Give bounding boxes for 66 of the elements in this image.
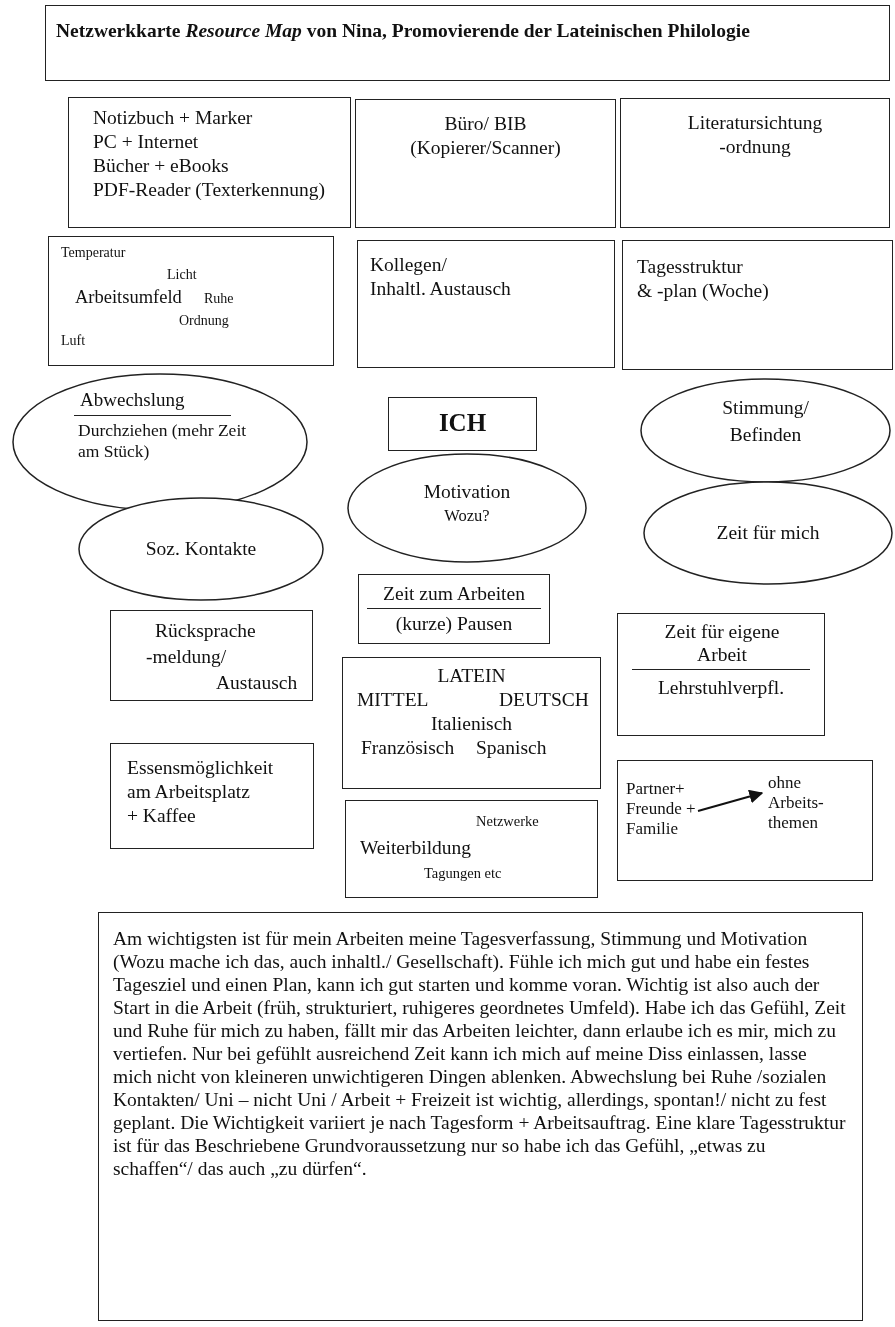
node-text: ICH: [437, 408, 488, 438]
node-text: Luft: [61, 333, 86, 350]
text-box: [355, 99, 616, 228]
text-box: [617, 613, 825, 736]
node-text: Französisch: [361, 736, 455, 759]
text-box: [110, 610, 313, 701]
node-text: -meldung/: [146, 645, 227, 668]
node-text: Literatursichtung: [686, 111, 824, 134]
node-text: Tagesstruktur: [637, 255, 743, 278]
node-text: Notizbuch + Marker: [93, 106, 253, 129]
node-text: Motivation: [422, 480, 512, 503]
note-paragraph: Am wichtigsten ist für mein Arbeiten meine Tagesverfassung, Stimmung und Motivation (Wozu mache ich das, auch inhaltl./ Gesellschaft). Fühle ich mich gut und habe ein festes Tagesziel und einen Plan, kann ich gut starten und komme voran. Wichtig ist also auch der Start in die Arbeit (früh, strukturiert, ruhigeres geordnetes Umfeld). Habe ich das Gefühl, Zeit und Ruhe für mich zu haben, fällt mir das Arbeiten leichter, dann erlaube ich es mir, mich zu vertiefen. Nur bei gefühlt ausreichend Zeit kann ich mich auf meine Diss einlassen, lasse mich nicht von kleineren unwichtigeren Dingen ablenken. Abwechslung bei Ruhe /sozialen Kontakten/ Uni – nicht Uni / Arbeit + Freizeit ist wichtig, allerdings, spontan!/ nicht zu fest geplant. Die Wichtigkeit variiert je nach Tagesform + Arbeitsauftrag. Eine klare Tagesstruktur ist für das Beschriebene Grundvoraussetzung nur so habe ich das Gefühl, „etwas zu schaffen“/ das auch „zu dürfen“.: [113, 927, 847, 1180]
node-text: Zeit für mich: [715, 521, 821, 544]
node-text: + Kaffee: [127, 804, 196, 827]
node-text: (Kopierer/Scanner): [409, 136, 562, 159]
text-box: [358, 574, 550, 644]
node-text: Ruhe: [204, 291, 234, 308]
node-text: Netzwerke: [476, 813, 539, 831]
node-text: DEUTSCH: [499, 688, 589, 711]
group-box: [617, 760, 873, 881]
node-text: Temperatur: [61, 245, 126, 262]
node-text: Essensmöglichkeit: [127, 756, 274, 779]
node-text: & -plan (Woche): [637, 279, 769, 302]
node-text: Büro/ BIB: [443, 112, 528, 135]
text-box: [342, 657, 601, 789]
node-text: Lehrstuhlverpfl.: [656, 676, 786, 699]
node-text: Befinden: [728, 423, 803, 446]
node-text: LATEIN: [436, 664, 507, 687]
node-text: Zeit zum Arbeiten: [382, 582, 526, 605]
node-text: PDF-Reader (Texterkennung): [93, 178, 326, 201]
text-box: [98, 912, 863, 1321]
node-text: Wozu?: [443, 506, 491, 526]
node-text: Soz. Kontakte: [144, 537, 258, 560]
text-box: [622, 240, 893, 370]
node-text: ohne Arbeits- themen: [768, 773, 825, 834]
arrow: [697, 789, 764, 813]
node-text: MITTEL: [357, 688, 429, 711]
node-text: Stimmung/: [721, 396, 810, 419]
node-text: Weiterbildung: [360, 836, 472, 859]
node-text: Arbeitsumfeld: [75, 287, 182, 309]
node-text: am Arbeitsplatz: [127, 780, 250, 803]
node-text: (kurze) Pausen: [394, 612, 514, 635]
node-text: Ordnung: [179, 313, 229, 330]
node-text: Bücher + eBooks: [93, 154, 229, 177]
node-text: Tagungen etc: [424, 865, 502, 883]
node-text: Rücksprache: [155, 619, 256, 642]
text-box: [388, 397, 537, 451]
node-text: Kollegen/: [370, 253, 447, 276]
node-text: Licht: [167, 267, 197, 284]
node-text: Partner+ Freunde + Familie: [626, 779, 696, 840]
node-text: Zeit für eigene Arbeit: [663, 620, 781, 666]
text-box: [345, 800, 598, 898]
node-text: Austausch: [216, 671, 298, 694]
node-text: Durchziehen (mehr Zeit am Stück): [78, 420, 248, 462]
text-box: [357, 240, 615, 368]
node-text: Inhaltl. Austausch: [370, 277, 511, 300]
node-text: Italienisch: [429, 712, 514, 735]
node-text: -ordnung: [718, 135, 792, 158]
node-text: Abwechslung: [80, 389, 185, 412]
text-box: [48, 236, 334, 366]
text-box: [68, 97, 351, 228]
text-box: [110, 743, 314, 849]
node-text: Spanisch: [476, 736, 547, 759]
title: Netzwerkkarte Resource Map von Nina, Promovierende der Lateinischen Philologie: [56, 20, 750, 42]
node-text: PC + Internet: [93, 130, 199, 153]
text-box: [620, 98, 890, 228]
